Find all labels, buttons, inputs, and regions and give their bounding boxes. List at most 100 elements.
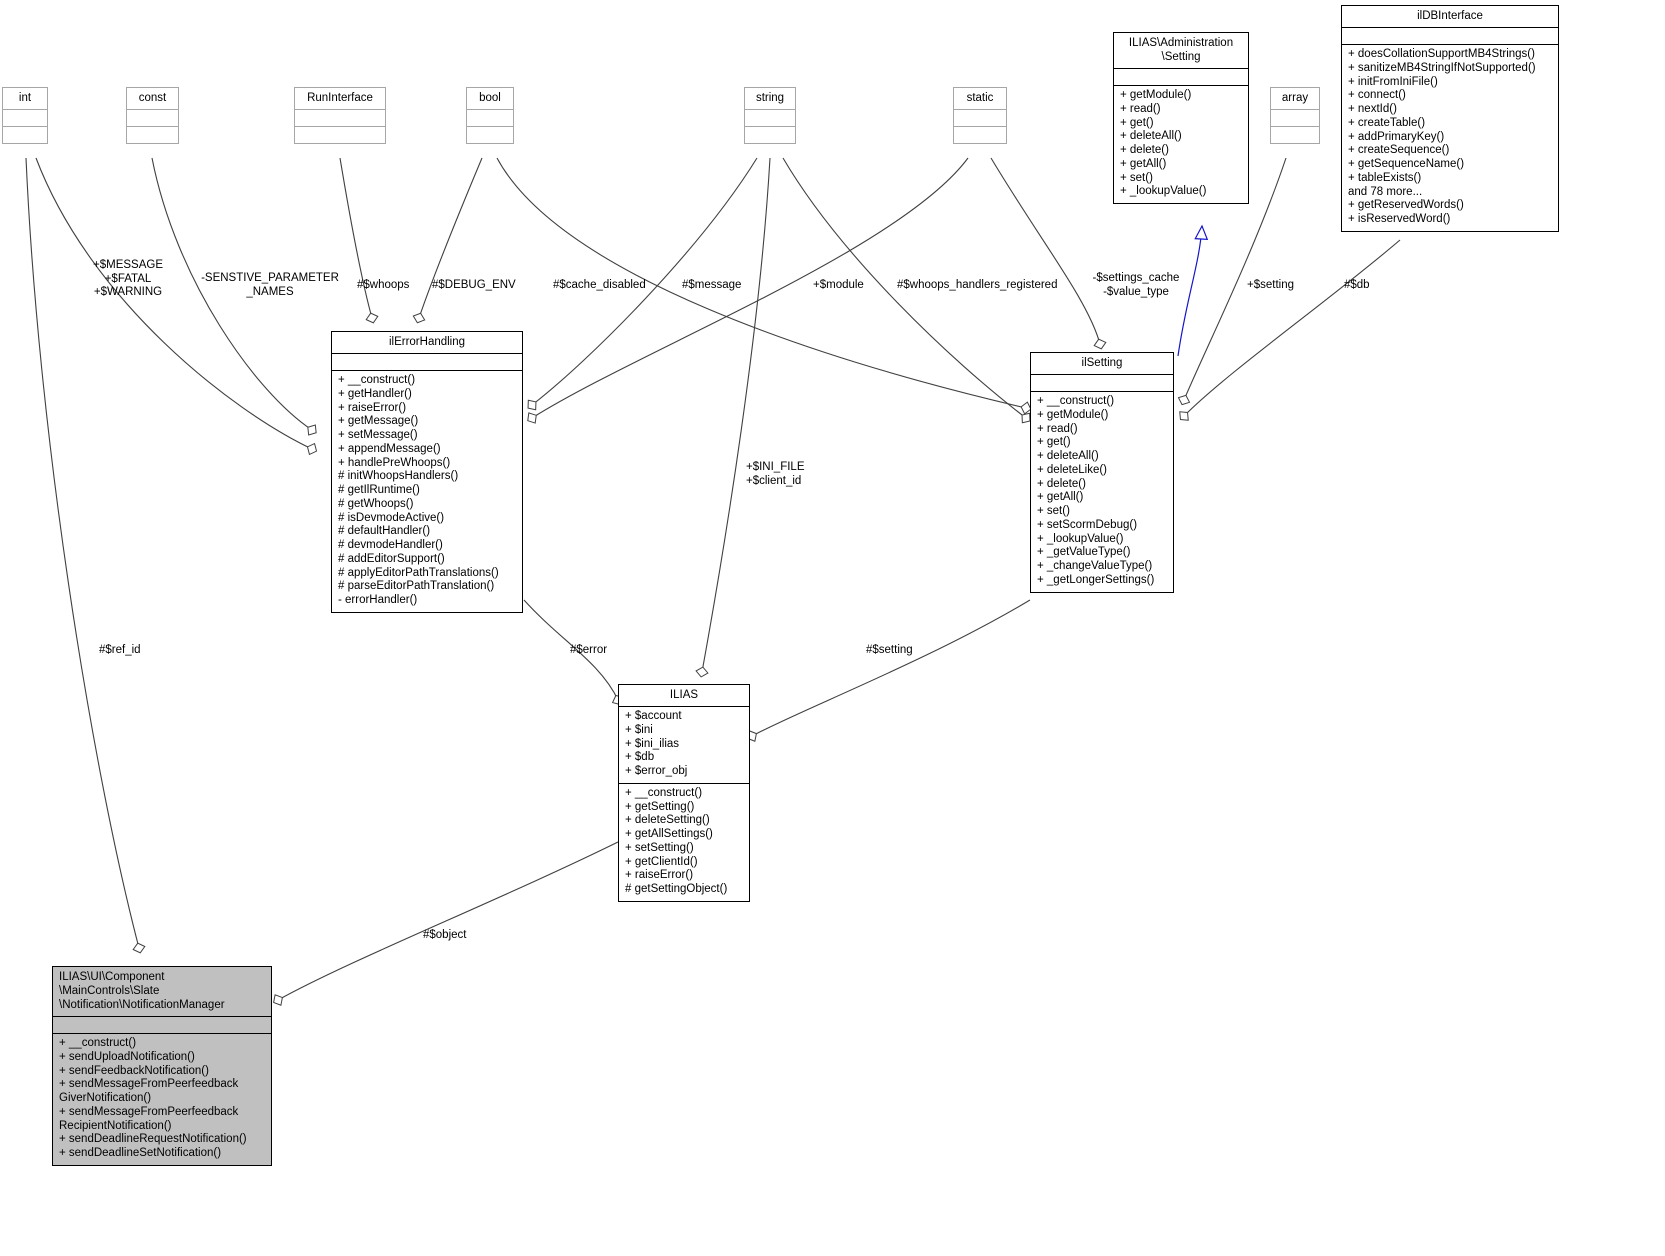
- member-row: + getAll(): [1120, 157, 1167, 170]
- member-row: + $error_obj: [625, 765, 688, 777]
- member-row: + sendMessageFromPeerfeedback GiverNotif…: [59, 1078, 239, 1104]
- class-title: ilSetting: [1081, 357, 1123, 369]
- attributes-compartment: [3, 110, 47, 126]
- member-row: + createTable(): [1348, 116, 1426, 129]
- member-row: + getSequenceName(): [1348, 158, 1465, 170]
- class-box-array[interactable]: array: [1270, 87, 1320, 144]
- attributes-compartment: + $account+ $ini+ $ini_ilias+ $db+ $erro…: [619, 707, 749, 783]
- attributes-compartment: [295, 110, 385, 126]
- divider: [954, 109, 1006, 110]
- member-row: + addPrimaryKey(): [1348, 130, 1445, 143]
- member-row: + sendFeedbackNotification(): [59, 1064, 209, 1077]
- member-row: # defaultHandler(): [338, 525, 431, 538]
- member-row: + __construct(): [1037, 395, 1115, 407]
- divider: [467, 126, 513, 127]
- divider: [332, 353, 522, 354]
- edge-label-debug-env: #$DEBUG_ENV: [432, 279, 516, 291]
- divider: [1031, 391, 1173, 392]
- class-title: ILIAS: [669, 689, 699, 701]
- divider: [954, 126, 1006, 127]
- member-row: + getAll(): [1037, 491, 1084, 504]
- member-row: + raiseError(): [625, 869, 694, 882]
- operations-compartment: + __construct()+ sendUploadNotification(…: [53, 1034, 271, 1165]
- member-row: # applyEditorPathTranslations(): [338, 566, 499, 579]
- member-row: + getSetting(): [625, 800, 695, 813]
- divider: [3, 126, 47, 127]
- member-row: + $ini_ilias: [625, 737, 680, 750]
- divider: [745, 109, 795, 110]
- class-box-administration-setting[interactable]: ILIAS\Administration \Setting + getModul…: [1113, 32, 1249, 204]
- member-row: + _lookupValue(): [1037, 532, 1124, 545]
- class-box-bool[interactable]: bool: [466, 87, 514, 144]
- member-row: + __construct(): [338, 374, 416, 386]
- class-box-static[interactable]: static: [953, 87, 1007, 144]
- member-row: + appendMessage(): [338, 442, 441, 455]
- divider: [53, 1016, 271, 1017]
- class-box-ilias[interactable]: ILIAS + $account+ $ini+ $ini_ilias+ $db+…: [618, 684, 750, 902]
- member-row: # getIlRuntime(): [338, 484, 420, 496]
- member-row: + sendDeadlineRequestNotification(): [59, 1133, 247, 1146]
- class-box-runinterface[interactable]: RunInterface: [294, 87, 386, 144]
- divider: [1271, 109, 1319, 110]
- attributes-compartment: [1031, 375, 1173, 391]
- operations-compartment: [467, 127, 513, 143]
- member-row: + raiseError(): [338, 401, 407, 414]
- class-box-notificationmanager[interactable]: ILIAS\UI\Component \MainControls\Slate \…: [52, 966, 272, 1166]
- class-box-ildbinterface[interactable]: ilDBInterface + doesCollationSupportMB4S…: [1341, 5, 1559, 232]
- member-row: + _getLongerSettings(): [1037, 573, 1155, 586]
- member-row: + initFromIniFile(): [1348, 75, 1438, 88]
- divider: [127, 109, 178, 110]
- class-box-ilsetting[interactable]: ilSetting + __construct()+ getModule()+ …: [1030, 352, 1174, 593]
- member-row: + __construct(): [625, 786, 703, 799]
- member-row: + delete(): [1120, 144, 1169, 156]
- divider: [619, 782, 749, 784]
- divider: [619, 706, 749, 707]
- divider: [745, 126, 795, 127]
- edge-label-error: #$error: [570, 644, 608, 656]
- class-box-ilerrorhandling[interactable]: ilErrorHandling + __construct()+ getHand…: [331, 331, 523, 613]
- member-row: + _changeValueType(): [1037, 560, 1153, 572]
- member-row: + getClientId(): [625, 855, 698, 868]
- member-row: + $account: [625, 710, 682, 722]
- edge-label-module: +$module: [813, 279, 864, 291]
- divider: [332, 370, 522, 371]
- member-row: - errorHandler(): [338, 594, 418, 606]
- class-box-int[interactable]: int: [2, 87, 48, 144]
- attributes-compartment: [1114, 69, 1248, 85]
- member-row: # initWhoopsHandlers(): [338, 470, 459, 483]
- member-row: + _lookupValue(): [1120, 185, 1207, 198]
- divider: [3, 109, 47, 110]
- member-row: # isDevmodeActive(): [338, 511, 445, 524]
- attributes-compartment: [53, 1017, 271, 1033]
- member-row: + get(): [1120, 116, 1154, 129]
- edge-label-cache-disabled: #$cache_disabled: [553, 279, 646, 291]
- member-row: + nextId(): [1348, 103, 1397, 115]
- attributes-compartment: [467, 110, 513, 126]
- class-title: ILIAS\Administration \Setting: [1128, 37, 1234, 63]
- member-row: + getHandler(): [338, 387, 412, 400]
- divider: [467, 109, 513, 110]
- attributes-compartment: [1342, 28, 1558, 44]
- member-row: + createSequence(): [1348, 144, 1450, 157]
- member-row: + tableExists(): [1348, 171, 1422, 184]
- class-title: array: [1281, 92, 1309, 104]
- class-title: ilDBInterface: [1417, 10, 1483, 22]
- member-row: + setMessage(): [338, 429, 418, 441]
- member-row: + set(): [1120, 171, 1153, 184]
- member-row: + getModule(): [1120, 89, 1192, 101]
- member-row: + sendUploadNotification(): [59, 1050, 195, 1063]
- class-title: RunInterface: [307, 92, 373, 104]
- member-row: + read(): [1037, 422, 1078, 435]
- class-box-string[interactable]: string: [744, 87, 796, 144]
- member-row: + setScormDebug(): [1037, 518, 1138, 531]
- member-row: + setSetting(): [625, 841, 694, 854]
- attributes-compartment: [127, 110, 178, 126]
- operations-compartment: [1271, 127, 1319, 143]
- member-row: + $db: [625, 751, 655, 764]
- member-row: # parseEditorPathTranslation(): [338, 580, 495, 593]
- member-row: # getSettingObject(): [625, 883, 728, 895]
- member-row: + isReservedWord(): [1348, 213, 1451, 225]
- member-row: + $ini: [625, 723, 653, 736]
- class-box-const[interactable]: const: [126, 87, 179, 144]
